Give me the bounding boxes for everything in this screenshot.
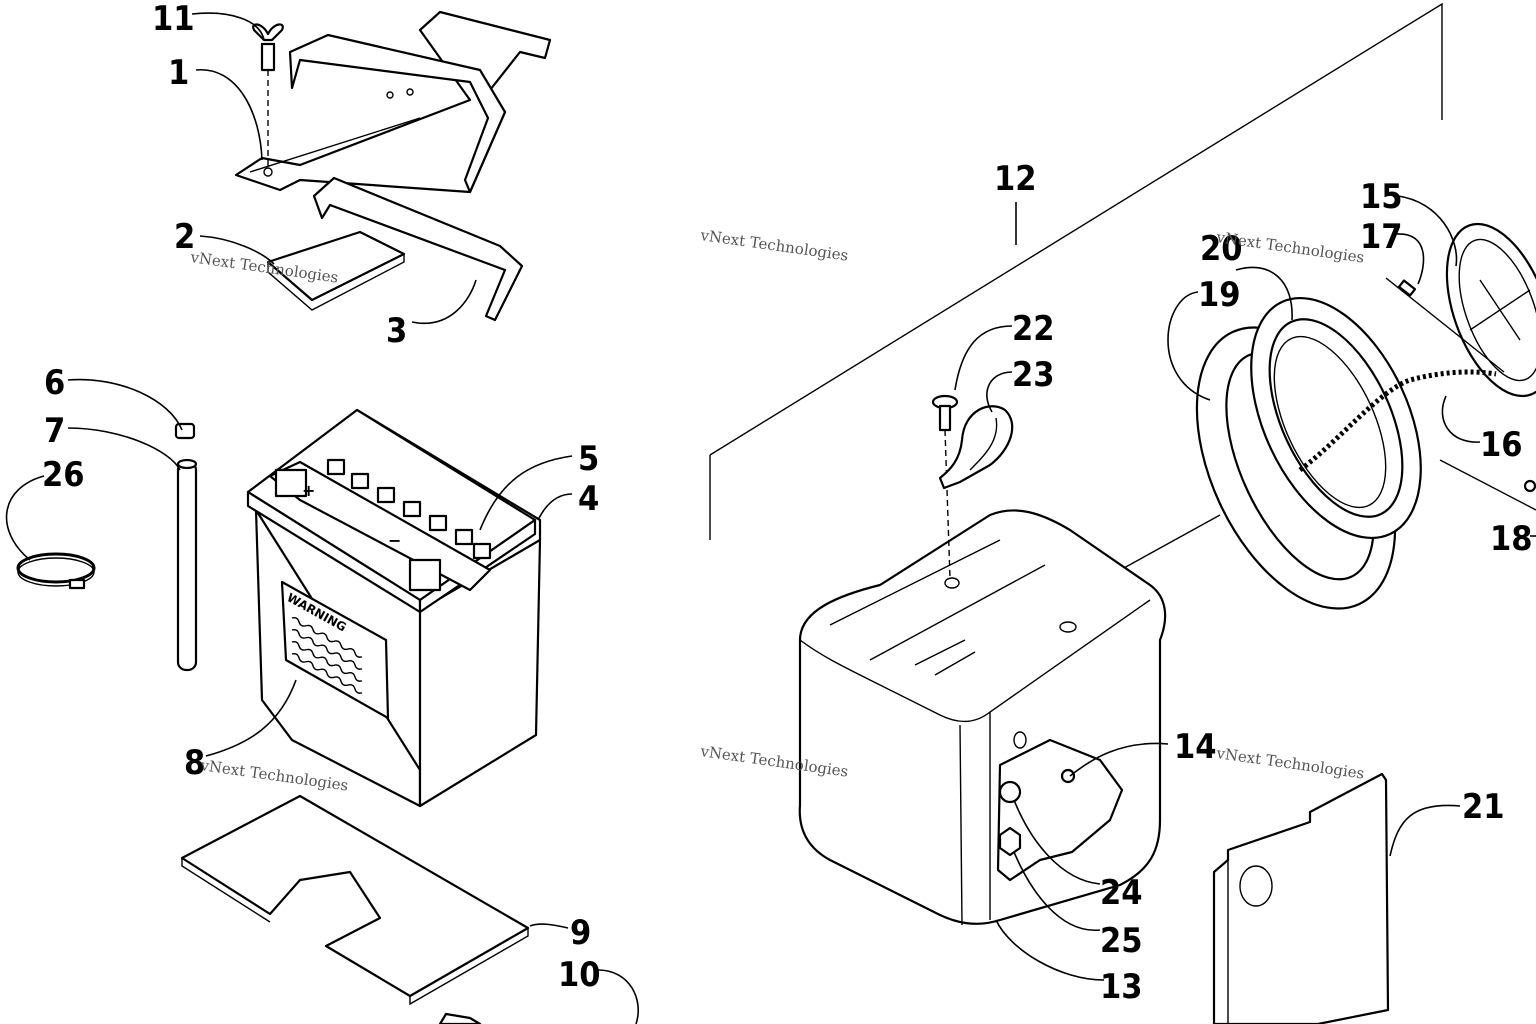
watermark-2: vNext Technologies — [698, 226, 849, 265]
callout-13: 13 — [1100, 967, 1143, 1007]
callout-18: 18 — [1490, 519, 1533, 559]
tether-chain — [1298, 369, 1497, 472]
watermark-4: vNext Technologies — [198, 756, 349, 795]
callout-23: 23 — [1012, 355, 1055, 395]
vent-cap — [1445, 222, 1536, 398]
hose-clamp — [16, 552, 96, 590]
leader-lines — [5, 12, 1536, 1024]
battery: + − WARNING — [246, 408, 542, 808]
strap-end — [438, 1012, 482, 1024]
battery-tray-pad — [180, 794, 530, 998]
callout-3: 3 — [386, 311, 407, 351]
callout-26: 26 — [42, 455, 85, 495]
callout-14: 14 — [1174, 727, 1217, 767]
callout-7: 7 — [44, 411, 65, 451]
callout-numbers: 11 1 2 3 6 7 26 5 4 8 9 10 12 22 23 15 1… — [42, 0, 1533, 1007]
vent-nut — [174, 422, 196, 440]
callout-4: 4 — [578, 479, 599, 519]
callout-9: 9 — [570, 913, 591, 953]
terminal-minus-label: − — [388, 531, 401, 550]
callout-24: 24 — [1100, 873, 1143, 913]
watermark-6: vNext Technologies — [1214, 744, 1365, 783]
callout-20: 20 — [1200, 229, 1243, 269]
callout-5: 5 — [578, 439, 599, 479]
box-cover — [1212, 772, 1390, 1024]
cable-clip — [938, 405, 1014, 490]
vent-tube — [176, 458, 198, 672]
vent-flange — [1250, 296, 1422, 540]
wing-bolt — [252, 23, 284, 168]
callout-16: 16 — [1480, 425, 1523, 465]
callout-15: 15 — [1360, 177, 1403, 217]
callout-12: 12 — [994, 159, 1037, 199]
callout-19: 19 — [1198, 275, 1241, 315]
u-spacer — [312, 176, 524, 322]
callout-10: 10 — [558, 955, 601, 995]
callout-6: 6 — [44, 363, 65, 403]
callout-17: 17 — [1360, 217, 1403, 257]
callout-21: 21 — [1462, 787, 1505, 827]
callout-2: 2 — [174, 217, 195, 257]
battery-box — [798, 509, 1167, 926]
callout-11: 11 — [152, 0, 195, 39]
terminal-plus-label: + — [302, 481, 315, 500]
screw — [931, 394, 959, 579]
callout-25: 25 — [1100, 921, 1143, 961]
small-screw — [1523, 479, 1536, 493]
battery-caps — [326, 458, 492, 560]
callout-22: 22 — [1012, 309, 1055, 349]
callout-1: 1 — [168, 53, 189, 93]
hold-down-bracket — [234, 10, 552, 194]
retaining-pin — [1385, 277, 1505, 373]
callout-8: 8 — [184, 743, 205, 783]
